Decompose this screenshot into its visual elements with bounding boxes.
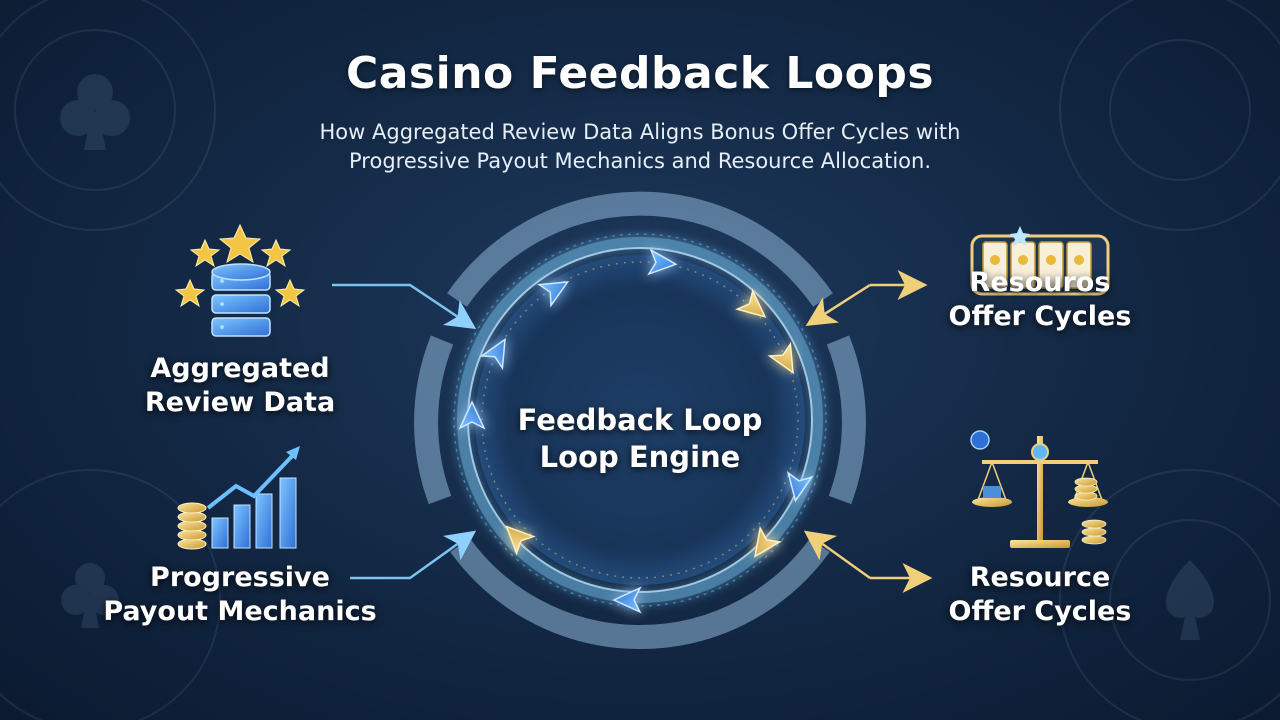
node-res-bot-line-2: Offer Cycles <box>948 596 1132 627</box>
slot-reels-icon <box>970 226 1110 296</box>
node-res-bot-line-1: Resource <box>969 562 1111 593</box>
blue-arrow-1 <box>647 248 678 276</box>
node-res-top-line-2: Offer Cycles <box>948 301 1132 332</box>
gold-arrow-4 <box>505 525 536 556</box>
center-feedback-loop-engine: Feedback Loop Loop Engine <box>490 402 790 476</box>
page-subtitle: How Aggregated Review Data Aligns Bonus … <box>240 118 1040 176</box>
connector-review-to-loop <box>332 283 477 330</box>
page-title: Casino Feedback Loops <box>345 48 935 99</box>
blue-arrow-2 <box>536 281 570 308</box>
node-payout-line-1: Progressive <box>150 562 330 593</box>
balance-scale-icon <box>970 430 1108 548</box>
gold-arrow-1 <box>735 288 767 318</box>
inner-disk <box>475 255 805 585</box>
blue-loop-arrows <box>458 248 814 614</box>
connector-res-bot-to-loop <box>803 530 871 580</box>
node-review-line-1: Aggregated <box>150 353 330 384</box>
node-aggregated-review-data: Aggregated Review Data <box>95 352 385 420</box>
coins-bar-chart-icon <box>177 446 300 550</box>
node-progressive-payout-mechanics: Progressive Payout Mechanics <box>70 561 410 629</box>
outer-ring-left-segment <box>414 335 454 505</box>
center-line-1: Feedback Loop <box>517 403 763 437</box>
inner-glow-ring <box>457 237 823 603</box>
gold-arrow-3 <box>754 525 783 558</box>
gold-arrow-2 <box>767 341 794 375</box>
node-res-top-line-1: Resouros <box>969 267 1111 298</box>
outer-ring-top-segment <box>447 191 833 307</box>
node-payout-line-2: Payout Mechanics <box>103 596 377 627</box>
outer-ring-bottom-segment <box>450 537 830 650</box>
subtitle-line-1: How Aggregated Review Data Aligns Bonus … <box>319 120 961 144</box>
gold-loop-arrows <box>505 288 794 558</box>
outer-ring <box>414 191 866 650</box>
database-stars-icon <box>174 223 306 337</box>
node-resouros-offer-cycles: Resouros Offer Cycles <box>905 266 1175 334</box>
connector-payout-to-loop <box>350 530 477 580</box>
node-resource-offer-cycles: Resource Offer Cycles <box>905 561 1175 629</box>
subtitle-line-2: Progressive Payout Mechanics and Resourc… <box>349 149 931 173</box>
center-line-2: Loop Engine <box>539 440 741 474</box>
blue-arrow-4 <box>458 400 486 430</box>
node-review-line-2: Review Data <box>144 387 336 418</box>
connector-res-top-to-loop <box>805 283 871 327</box>
blue-arrow-5 <box>786 471 814 503</box>
blue-arrow-6 <box>612 586 642 614</box>
connector-arrows <box>332 270 933 593</box>
blue-arrow-3 <box>479 337 506 371</box>
outer-ring-right-segment <box>826 335 866 505</box>
